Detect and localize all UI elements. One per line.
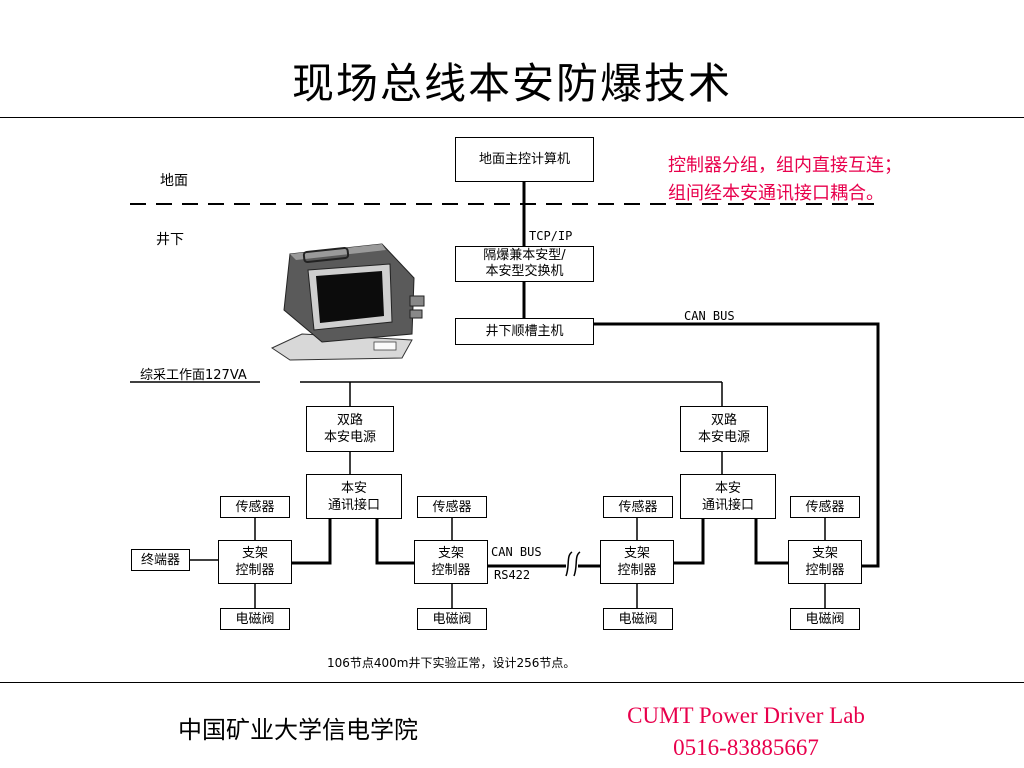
solenoid-valve-2: 电磁阀 xyxy=(417,608,487,630)
host-computer-label: 地面主控计算机 xyxy=(478,152,570,167)
controller-line2: 控制器 xyxy=(805,563,845,578)
switch-box: 隔爆兼本安型/ 本安型交换机 xyxy=(455,246,594,282)
valve-label: 电磁阀 xyxy=(618,611,658,627)
controller-line1: 支架 xyxy=(623,546,650,561)
support-controller-2: 支架 控制器 xyxy=(414,540,488,584)
lab-name: CUMT Power Driver Lab xyxy=(627,703,865,728)
comm-interface-line2: 通讯接口 xyxy=(701,497,754,513)
sensor-label: 传感器 xyxy=(432,499,472,515)
can-bus-top-label: CAN BUS xyxy=(684,309,735,323)
surface-label: 地面 xyxy=(160,173,188,189)
controller-line1: 支架 xyxy=(241,546,268,561)
valve-label: 电磁阀 xyxy=(805,611,845,627)
controller-line1: 支架 xyxy=(811,546,838,561)
terminator-label: 终端器 xyxy=(140,552,180,568)
comm-interface-left: 本安 通讯接口 xyxy=(306,474,402,519)
sensor-box-2: 传感器 xyxy=(417,496,487,518)
comm-interface-right: 本安 通讯接口 xyxy=(680,474,776,519)
solenoid-valve-3: 电磁阀 xyxy=(603,608,673,630)
computer-monitor-image xyxy=(270,243,425,361)
controller-line2: 控制器 xyxy=(617,563,657,578)
comm-to-ctrl4 xyxy=(754,519,788,565)
institution-name: 中国矿业大学信电学院 xyxy=(178,716,418,744)
controller-line2: 控制器 xyxy=(235,563,275,578)
power-supply-line1: 双路 xyxy=(710,413,737,428)
sensor-box-1: 传感器 xyxy=(220,496,290,518)
slide-title: 现场总线本安防爆技术 xyxy=(291,59,732,108)
sensor-box-4: 传感器 xyxy=(790,496,860,518)
valve-label: 电磁阀 xyxy=(235,611,275,627)
rs422-label: RS422 xyxy=(494,568,531,582)
lab-phone: 0516-83885667 xyxy=(673,735,819,760)
support-controller-4: 支架 控制器 xyxy=(788,540,862,584)
host-computer-box: 地面主控计算机 xyxy=(455,137,594,182)
controller-line2: 控制器 xyxy=(431,563,471,578)
power-supply-line2: 本安电源 xyxy=(323,430,376,445)
sensor-label: 传感器 xyxy=(618,499,658,515)
workface-label: 综采工作面127VA xyxy=(140,368,247,383)
sensor-label: 传感器 xyxy=(805,499,845,515)
grouping-note: 控制器分组，组内直接互连； 组间经本安通讯接口耦合。 xyxy=(668,152,1008,208)
power-supply-right: 双路 本安电源 xyxy=(680,406,768,452)
solenoid-valve-1: 电磁阀 xyxy=(220,608,290,630)
power-supply-line1: 双路 xyxy=(336,413,363,428)
controller-line1: 支架 xyxy=(437,546,464,561)
bus-break-mark xyxy=(565,551,581,577)
lab-info: CUMT Power Driver Lab 0516-83885667 xyxy=(596,700,896,764)
title-rule xyxy=(0,117,1024,118)
grouping-note-line1: 控制器分组，组内直接互连； xyxy=(668,155,902,176)
comm-interface-line2: 通讯接口 xyxy=(327,497,380,513)
underground-label: 井下 xyxy=(156,232,184,248)
comm-to-ctrl3 xyxy=(674,519,705,565)
comm-interface-line1: 本安 xyxy=(340,480,367,496)
sensor-box-3: 传感器 xyxy=(603,496,673,518)
footer-rule xyxy=(0,682,1024,683)
terminator-box: 终端器 xyxy=(131,549,190,571)
support-controller-3: 支架 控制器 xyxy=(600,540,674,584)
support-controller-1: 支架 控制器 xyxy=(218,540,292,584)
grouping-note-line2: 组间经本安通讯接口耦合。 xyxy=(668,183,884,204)
power-supply-line2: 本安电源 xyxy=(697,430,750,445)
solenoid-valve-4: 电磁阀 xyxy=(790,608,860,630)
switch-label-line1: 隔爆兼本安型/ xyxy=(483,248,566,263)
trough-host-box: 井下顺槽主机 xyxy=(455,318,594,345)
tcpip-label: TCP/IP xyxy=(529,229,573,243)
diagram-caption: 106节点400m井下实验正常，设计256节点。 xyxy=(327,656,576,670)
trough-host-label: 井下顺槽主机 xyxy=(485,324,564,339)
power-supply-left: 双路 本安电源 xyxy=(306,406,394,452)
can-bus-mid-label: CAN BUS xyxy=(491,545,542,559)
comm-to-ctrl1 xyxy=(292,519,332,565)
comm-interface-line1: 本安 xyxy=(714,480,741,496)
valve-label: 电磁阀 xyxy=(432,611,472,627)
sensor-label: 传感器 xyxy=(235,499,275,515)
can-bus-top-link xyxy=(593,322,880,568)
switch-label-line2: 本安型交换机 xyxy=(485,264,564,279)
comm-to-ctrl2 xyxy=(375,519,414,565)
